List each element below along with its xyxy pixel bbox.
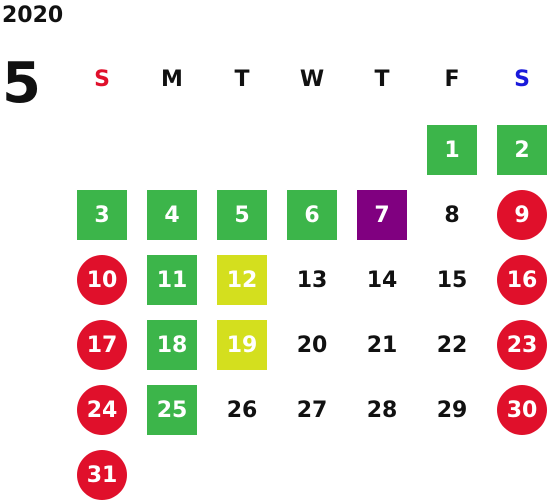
calendar-day-1[interactable]: 1 xyxy=(427,125,477,175)
calendar-day-24[interactable]: 24 xyxy=(77,385,127,435)
calendar-day-29[interactable]: 29 xyxy=(436,397,468,423)
calendar-day-16[interactable]: 16 xyxy=(497,255,547,305)
calendar-day-28[interactable]: 28 xyxy=(366,397,398,423)
calendar-day-8[interactable]: 8 xyxy=(444,202,460,228)
calendar-day-5[interactable]: 5 xyxy=(217,190,267,240)
calendar-day-6[interactable]: 6 xyxy=(287,190,337,240)
calendar-day-17[interactable]: 17 xyxy=(77,320,127,370)
calendar-day-27[interactable]: 27 xyxy=(296,397,328,423)
calendar-day-11[interactable]: 11 xyxy=(147,255,197,305)
calendar-day-18[interactable]: 18 xyxy=(147,320,197,370)
calendar-day-30[interactable]: 30 xyxy=(497,385,547,435)
weekday-label: S xyxy=(514,67,530,92)
calendar-day-20[interactable]: 20 xyxy=(296,332,328,358)
calendar-day-25[interactable]: 25 xyxy=(147,385,197,435)
calendar-day-12[interactable]: 12 xyxy=(217,255,267,305)
calendar-day-26[interactable]: 26 xyxy=(226,397,258,423)
calendar-day-23[interactable]: 23 xyxy=(497,320,547,370)
calendar-day-10[interactable]: 10 xyxy=(77,255,127,305)
weekday-label: M xyxy=(161,67,183,92)
weekday-label: F xyxy=(444,67,460,92)
calendar-day-13[interactable]: 13 xyxy=(296,267,328,293)
calendar-day-2[interactable]: 2 xyxy=(497,125,547,175)
calendar-day-19[interactable]: 19 xyxy=(217,320,267,370)
weekday-label: T xyxy=(234,67,250,92)
calendar-day-9[interactable]: 9 xyxy=(497,190,547,240)
calendar-day-3[interactable]: 3 xyxy=(77,190,127,240)
calendar-month: 5 xyxy=(2,51,41,116)
calendar-day-7[interactable]: 7 xyxy=(357,190,407,240)
calendar-day-14[interactable]: 14 xyxy=(366,267,398,293)
calendar-day-15[interactable]: 15 xyxy=(436,267,468,293)
weekday-label: T xyxy=(374,67,390,92)
calendar-year: 2020 xyxy=(2,3,64,28)
weekday-label: W xyxy=(299,67,325,92)
calendar-day-4[interactable]: 4 xyxy=(147,190,197,240)
weekday-label: S xyxy=(94,67,110,92)
calendar-day-31[interactable]: 31 xyxy=(77,450,127,500)
calendar-day-22[interactable]: 22 xyxy=(436,332,468,358)
calendar-day-21[interactable]: 21 xyxy=(366,332,398,358)
